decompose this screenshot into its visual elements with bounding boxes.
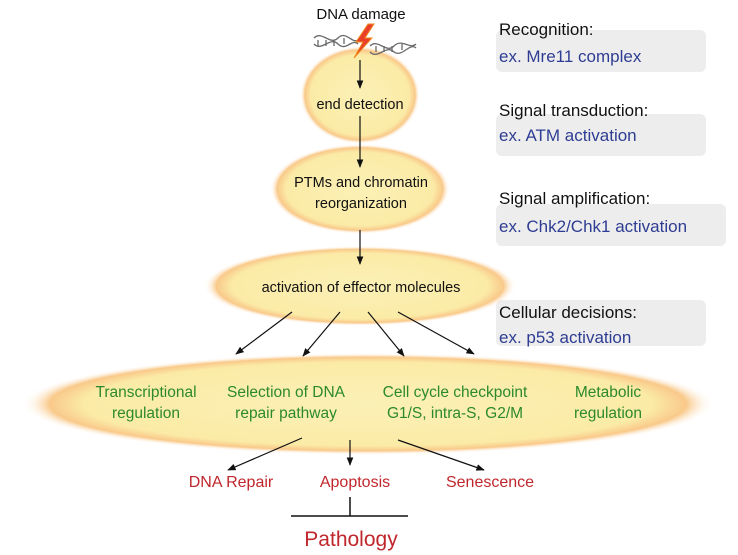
outcome-metabolic-line2: regulation: [574, 405, 642, 422]
ptms-label-line2: reorganization: [315, 196, 407, 212]
result-apoptosis: Apoptosis: [320, 474, 390, 491]
stage-recognition-example: ex. Mre11 complex: [499, 47, 642, 66]
arrow-effector-to-repair-selection: [302, 311, 341, 357]
outcome-checkpoint-line1: Cell cycle checkpoint: [383, 384, 528, 401]
stage-shadow-amplification: [496, 204, 726, 246]
stage-shadow-recognition: [496, 30, 706, 72]
arrow-effector-to-checkpoint: [367, 311, 405, 357]
stage-shadow-decisions: [496, 300, 706, 346]
pathology-label: Pathology: [304, 528, 398, 551]
outcome-repair-selection-line2: repair pathway: [235, 405, 337, 422]
stage-decisions-title: Cellular decisions:: [499, 303, 637, 322]
stage-transduction-title: Signal transduction:: [499, 101, 648, 120]
stage-recognition-title: Recognition:: [499, 20, 594, 39]
dna-damage-label: DNA damage: [316, 6, 405, 23]
end-detection-label: end detection: [316, 97, 403, 113]
outcome-metabolic-line1: Metabolic: [575, 384, 642, 401]
effector-label: activation of effector molecules: [262, 280, 461, 296]
ptms-ellipse: [270, 144, 450, 234]
arrow-to-dna-repair: [227, 437, 303, 471]
ptms-label-line1: PTMs and chromatin: [294, 175, 428, 191]
stage-shadow-transduction: [496, 114, 706, 156]
arrow-effector-to-transcriptional: [235, 311, 293, 355]
outcome-checkpoint-line2: G1/S, intra-S, G2/M: [387, 405, 523, 422]
stage-decisions-example: ex. p53 activation: [499, 328, 631, 347]
stage-amplification-title: Signal amplification:: [499, 189, 650, 208]
arrow-to-senescence: [397, 439, 485, 471]
arrow-effector-to-metabolic: [397, 311, 475, 355]
outcomes-ellipse: [22, 353, 714, 455]
lightning-bolt-icon: [353, 23, 375, 59]
result-dna-repair: DNA Repair: [189, 474, 274, 491]
stage-amplification-example: ex. Chk2/Chk1 activation: [499, 217, 687, 236]
outcome-repair-selection-line1: Selection of DNA: [227, 384, 346, 401]
stage-transduction-example: ex. ATM activation: [499, 126, 637, 145]
end-detection-ellipse: [300, 46, 420, 144]
result-senescence: Senescence: [446, 474, 534, 491]
dna-strand-icon: [313, 34, 417, 55]
outcome-transcriptional-line2: regulation: [112, 405, 180, 422]
effector-ellipse: [204, 246, 516, 326]
outcome-transcriptional-line1: Transcriptional: [95, 384, 196, 401]
